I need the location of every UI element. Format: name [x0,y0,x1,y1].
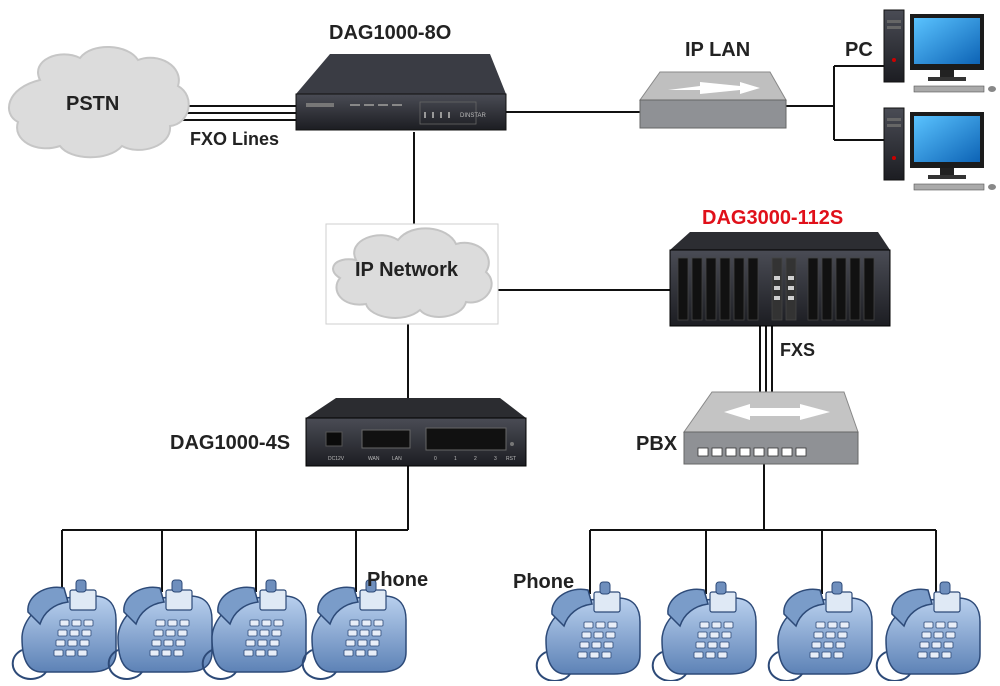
label-fxs: FXS [780,340,816,360]
port-label-0: 0 [434,456,437,462]
port-label-rst: RST [506,456,516,462]
ip-lan-switch [639,71,787,129]
port-label-dc12v: DC12V [328,456,345,462]
label-pbx: PBX [636,433,678,455]
label-pstn: PSTN [66,93,120,115]
port-label-3: 3 [494,456,497,462]
port-label-lan: LAN [392,456,402,462]
ip-network-cloud [325,223,499,325]
phone-icon [107,579,213,680]
label-fxo-lines: FXO Lines [190,129,280,149]
phone-icon [11,579,117,680]
phone-icon [875,581,981,682]
label-dag1000-4s: DAG1000-4S [170,432,291,454]
dag3000-112s-device [669,232,891,327]
port-label-1: 1 [454,456,457,462]
phone-icon [651,581,757,682]
phone-icon [535,581,641,682]
label-pc: PC [845,39,873,61]
label-ip-lan: IP LAN [685,39,751,61]
dag1000-8o-device [295,54,507,131]
port-label-wan: WAN [368,456,380,462]
port-label-2: 2 [474,456,477,462]
phone-icon [767,581,873,682]
phone-icon [301,579,407,680]
label-ip-network: IP Network [355,259,458,281]
dag1000-4s-device: DC12V WAN LAN 0 1 2 3 RST [305,398,527,467]
label-dag1000-8o: DAG1000-8O [329,22,452,44]
pc-computer-bottom [883,107,997,191]
pstn-cloud [8,45,190,159]
label-phone-left: Phone [367,569,429,591]
phone-icon [201,579,307,680]
pbx-switch [683,391,859,465]
label-phone-right: Phone [513,571,575,593]
label-dag3000-112s: DAG3000-112S [702,207,844,229]
label-dag-8o-brand: DINSTAR [460,113,486,119]
pc-computer-top [883,9,997,93]
connection-lines [61,65,937,594]
